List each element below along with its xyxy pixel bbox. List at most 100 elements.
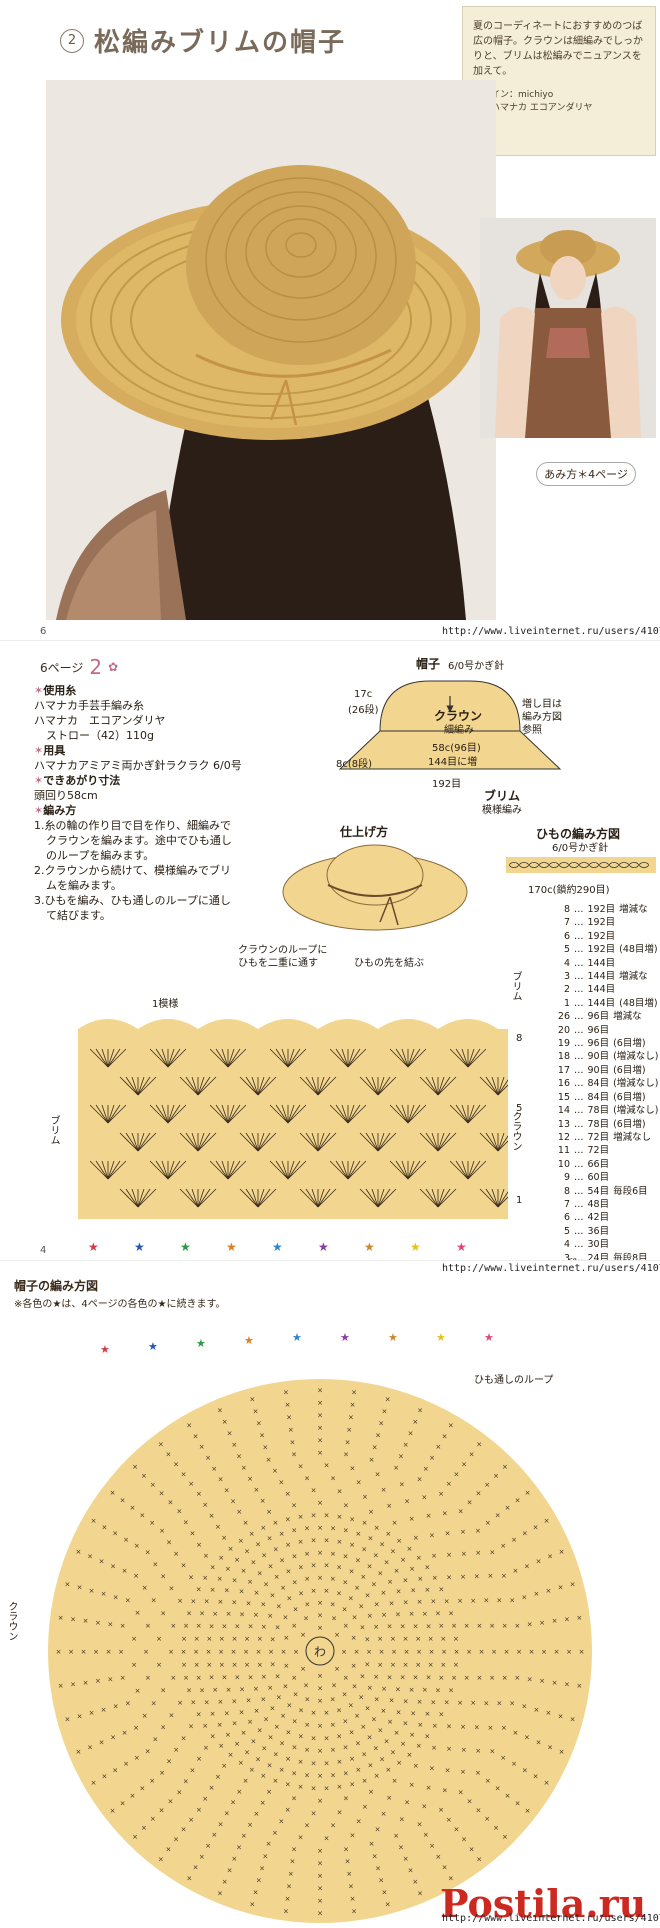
single-crochet-mark: × bbox=[259, 1432, 265, 1440]
single-crochet-mark: × bbox=[417, 1890, 423, 1898]
single-crochet-mark: × bbox=[424, 1564, 430, 1572]
single-crochet-mark: × bbox=[381, 1685, 387, 1693]
fan-stitch-stroke bbox=[149, 1160, 169, 1180]
single-crochet-mark: × bbox=[77, 1584, 83, 1592]
single-crochet-mark: × bbox=[446, 1551, 452, 1559]
fan-stitch-stroke bbox=[197, 1188, 211, 1208]
single-crochet-mark: × bbox=[429, 1454, 435, 1462]
single-crochet-mark: × bbox=[460, 1723, 466, 1731]
single-crochet-mark: × bbox=[493, 1824, 499, 1832]
single-crochet-mark: × bbox=[324, 1784, 330, 1792]
single-crochet-mark: × bbox=[298, 1590, 304, 1598]
single-crochet-mark: × bbox=[281, 1648, 287, 1656]
fan-stitch-stroke bbox=[305, 1188, 319, 1208]
single-crochet-mark: × bbox=[352, 1683, 358, 1691]
single-crochet-mark: × bbox=[390, 1748, 396, 1756]
crown-height: 17c bbox=[354, 689, 373, 700]
row-stitches: 144目 bbox=[587, 971, 616, 983]
fan-stitch-stroke bbox=[347, 1160, 361, 1180]
single-crochet-mark: × bbox=[282, 1613, 288, 1621]
single-crochet-mark: × bbox=[343, 1451, 349, 1459]
row-stitches: 144目 bbox=[587, 997, 616, 1009]
single-crochet-mark: × bbox=[362, 1803, 368, 1811]
fan-stitch-stroke bbox=[317, 1076, 337, 1096]
single-crochet-mark: × bbox=[474, 1724, 480, 1732]
single-crochet-mark: × bbox=[177, 1699, 183, 1707]
fan-stitch-stroke bbox=[449, 1048, 469, 1068]
single-crochet-mark: × bbox=[374, 1696, 380, 1704]
row-note: 毎段8目 bbox=[613, 1252, 648, 1260]
single-crochet-mark: × bbox=[298, 1538, 304, 1546]
single-crochet-mark: × bbox=[409, 1686, 415, 1694]
single-crochet-mark: × bbox=[330, 1695, 336, 1703]
rows-table-row: 1…144目(48目増) bbox=[522, 997, 659, 1010]
fan-stitch-stroke bbox=[149, 1104, 169, 1124]
fan-stitch-stroke bbox=[437, 1076, 445, 1096]
rows-table-row: 13…78目(6目増) bbox=[522, 1118, 659, 1131]
row-number: 18 bbox=[557, 1051, 570, 1063]
row-stitches: 84目 bbox=[587, 1078, 610, 1090]
fan-stitch-stroke bbox=[407, 1160, 415, 1180]
rows-table-row: 5…192目(48目増) bbox=[522, 943, 659, 956]
row-separator: … bbox=[574, 944, 584, 956]
single-crochet-mark: × bbox=[330, 1601, 336, 1609]
single-crochet-mark: × bbox=[226, 1610, 232, 1618]
single-crochet-mark: × bbox=[317, 1612, 323, 1620]
fan-stitch-stroke bbox=[287, 1048, 295, 1068]
continuation-star-icon: ★ bbox=[388, 1331, 398, 1344]
single-crochet-mark: × bbox=[209, 1622, 215, 1630]
single-crochet-mark: × bbox=[426, 1512, 432, 1520]
page-number-4: 4 bbox=[40, 1245, 47, 1256]
single-crochet-mark: × bbox=[373, 1551, 379, 1559]
row-stitches: 78目 bbox=[587, 1118, 610, 1130]
single-crochet-mark: × bbox=[231, 1648, 237, 1656]
single-crochet-mark: × bbox=[276, 1694, 282, 1702]
continuation-star-icon: ★ bbox=[272, 1240, 283, 1254]
single-crochet-mark: × bbox=[259, 1864, 265, 1872]
single-crochet-mark: × bbox=[168, 1648, 174, 1656]
row-separator: … bbox=[574, 997, 584, 1009]
fan-stitch-stroke bbox=[101, 1104, 109, 1124]
single-crochet-mark: × bbox=[133, 1572, 139, 1580]
single-crochet-mark: × bbox=[336, 1538, 342, 1546]
single-crochet-mark: × bbox=[438, 1806, 444, 1814]
single-crochet-mark: × bbox=[438, 1711, 444, 1719]
single-crochet-mark: × bbox=[417, 1820, 423, 1828]
single-crochet-mark: × bbox=[145, 1622, 151, 1630]
fan-stitch-stroke bbox=[407, 1104, 415, 1124]
single-crochet-mark: × bbox=[193, 1432, 199, 1440]
single-crochet-mark: × bbox=[196, 1622, 202, 1630]
single-crochet-mark: × bbox=[217, 1406, 223, 1414]
fan-stitch-stroke bbox=[449, 1104, 469, 1124]
fan-stitch-stroke bbox=[209, 1048, 229, 1068]
fan-stitch-stroke bbox=[257, 1076, 277, 1096]
single-crochet-mark: × bbox=[529, 1648, 535, 1656]
fan-stitch-stroke bbox=[251, 1132, 259, 1152]
single-crochet-mark: × bbox=[260, 1696, 266, 1704]
rows-brim-label: ブリム bbox=[510, 971, 521, 1001]
single-crochet-mark: × bbox=[304, 1525, 310, 1533]
single-crochet-mark: × bbox=[217, 1575, 223, 1583]
fan-stitch-stroke bbox=[347, 1048, 355, 1068]
single-crochet-mark: × bbox=[483, 1699, 489, 1707]
fan-stitch-stroke bbox=[347, 1104, 361, 1124]
fan-stitch-stroke bbox=[377, 1132, 385, 1152]
single-crochet-mark: × bbox=[403, 1599, 409, 1607]
single-crochet-mark: × bbox=[343, 1622, 349, 1630]
single-crochet-mark: × bbox=[262, 1444, 268, 1452]
fan-stitch-stroke bbox=[269, 1048, 289, 1068]
howto-link[interactable]: あみ方＊4ページ bbox=[536, 462, 636, 486]
single-crochet-mark: × bbox=[475, 1527, 481, 1535]
single-crochet-mark: × bbox=[330, 1475, 336, 1483]
material-line: 2.クラウンから続けて、模様編みでブリ bbox=[34, 864, 231, 877]
fan-stitch-stroke bbox=[377, 1132, 397, 1152]
single-crochet-mark: × bbox=[243, 1519, 249, 1527]
single-crochet-mark: × bbox=[253, 1408, 259, 1416]
fan-stitch-stroke bbox=[437, 1188, 445, 1208]
single-crochet-mark: × bbox=[475, 1490, 481, 1498]
fan-stitch-stroke bbox=[107, 1048, 127, 1068]
single-crochet-mark: × bbox=[134, 1542, 140, 1550]
fan-stitch-stroke bbox=[431, 1132, 439, 1152]
single-crochet-mark: × bbox=[250, 1559, 256, 1567]
single-crochet-mark: × bbox=[505, 1504, 511, 1512]
